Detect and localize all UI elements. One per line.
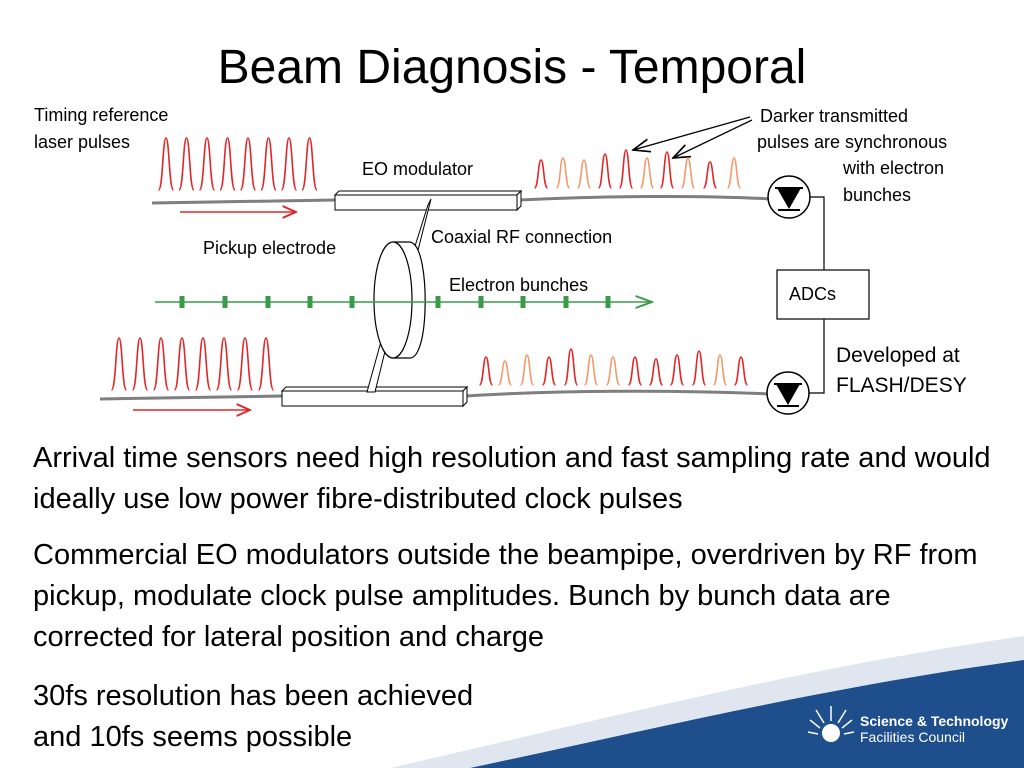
electron-bunch: [179, 296, 185, 308]
paragraph-arrival-time: Arrival time sensors need high resolutio…: [33, 442, 991, 515]
upper-reference-pulse: [219, 137, 236, 191]
electron-bunch-group: [179, 296, 611, 308]
lower-reference-pulse: [152, 337, 170, 391]
upper-modulated-pulse: [533, 159, 549, 189]
logo-line-1: Science & Technology: [860, 713, 1009, 729]
upper-reference-pulse: [178, 137, 195, 191]
lower-reference-pulse: [131, 337, 149, 391]
logo-line-2: Facilities Council: [860, 729, 966, 745]
darker-label-4: bunches: [843, 185, 911, 205]
lower-reference-pulse: [194, 337, 212, 391]
lower-modulated-pulse: [733, 356, 749, 386]
electron-bunch: [605, 296, 611, 308]
timing-label-2: laser pulses: [34, 132, 130, 152]
lower-fibre: [99, 389, 773, 401]
lower-modulated-pulse: [497, 360, 513, 386]
upper-modulated-pulse: [576, 159, 592, 189]
upper-reference-pulse: [260, 137, 277, 191]
electron-bunch: [435, 296, 441, 308]
upper-modulated-pulse: [618, 149, 634, 189]
lower-modulated-pulse: [541, 356, 557, 386]
lower-modulated-pulse: [605, 356, 621, 386]
upper-reference-pulse: [198, 137, 216, 191]
upper-modulated-pulse: [639, 157, 655, 189]
upper-modulated-pulse: [659, 151, 675, 189]
darker-label-1: Darker transmitted: [760, 106, 908, 126]
developed-label-2: FLASH/DESY: [836, 374, 967, 397]
electron-bunch: [222, 296, 228, 308]
lower-modulated-pulse: [563, 348, 579, 386]
paragraph-commercial-eo: Commercial EO modulators outside the bea…: [33, 539, 978, 653]
pulse-group: [110, 137, 749, 391]
upper-fibre: [151, 194, 773, 205]
upper-reference-pulse: [157, 137, 175, 191]
adcs-box: [776, 269, 870, 320]
electron-bunch: [563, 296, 569, 308]
upper-photodiode: [767, 175, 811, 219]
electron-bunch: [307, 296, 313, 308]
lower-modulated-pulse: [648, 358, 664, 386]
upper-modulated-pulse: [702, 161, 718, 189]
darker-label-2: pulses are synchronous: [757, 132, 947, 152]
callout-arrow-2: [673, 119, 753, 158]
lower-modulated-pulse: [669, 354, 685, 386]
upper-modulated-pulse: [555, 157, 571, 189]
timing-label-1: Timing reference: [34, 105, 168, 125]
lower-modulated-pulse: [691, 350, 707, 386]
lower-modulated-pulse: [519, 354, 535, 386]
callout-arrow-1: [633, 116, 751, 150]
lower-reference-pulse: [257, 337, 275, 391]
sun-icon: [808, 706, 854, 742]
upper-eo-modulator: [333, 189, 523, 212]
upper-modulated-pulse: [680, 157, 696, 189]
lower-photodiode: [766, 371, 810, 415]
lower-modulated-pulse: [712, 354, 728, 386]
lower-reference-pulse: [236, 337, 254, 391]
pickup-electrode: [373, 241, 426, 359]
darker-label-3: with electron: [842, 158, 944, 178]
resolution-line-2: and 10fs seems possible: [33, 721, 353, 753]
lower-modulated-pulse: [583, 354, 599, 386]
lower-reference-pulse: [110, 337, 128, 391]
pickup-label: Pickup electrode: [203, 238, 336, 258]
upper-reference-pulse: [301, 137, 318, 191]
stfc-logo: Science & Technology Facilities Council: [808, 701, 1008, 749]
electron-bunch: [520, 296, 526, 308]
lower-reference-pulse: [215, 337, 233, 391]
upper-reference-pulse: [239, 137, 257, 191]
adcs-label: ADCs: [789, 284, 836, 304]
electron-bunch: [265, 296, 271, 308]
electron-bunch: [478, 296, 484, 308]
eo-diagram: Timing reference laser pulses Darker tra…: [34, 105, 967, 430]
electron-bunches-label: Electron bunches: [449, 275, 588, 295]
slide-title: Beam Diagnosis - Temporal: [217, 41, 807, 94]
upper-reference-pulse: [280, 137, 298, 191]
upper-modulated-pulse: [597, 153, 613, 189]
lower-modulated-pulse: [478, 356, 494, 386]
developed-label-1: Developed at: [836, 344, 960, 367]
lower-modulated-pulse: [627, 356, 643, 386]
electron-bunch: [349, 296, 355, 308]
coaxial-label: Coaxial RF connection: [431, 227, 612, 247]
upper-modulated-pulse: [726, 157, 742, 189]
lower-reference-pulse: [173, 337, 191, 391]
eo-modulator-label: EO modulator: [362, 159, 473, 179]
